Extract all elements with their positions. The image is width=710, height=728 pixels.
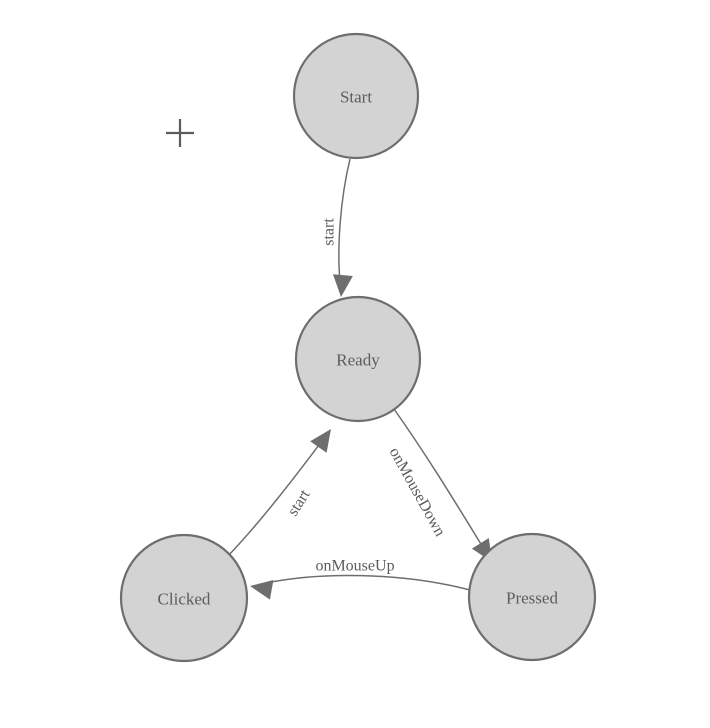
node-start[interactable]: Start [292, 32, 420, 160]
edge-line [265, 574, 471, 591]
edge-label: onMouseUp [315, 558, 394, 575]
edge-pressed-to-clicked[interactable]: onMouseUp [248, 558, 471, 600]
edge-line [227, 440, 323, 557]
edge-line [338, 158, 351, 282]
arrowhead-icon [310, 429, 331, 453]
edge-clicked-to-ready[interactable]: start [227, 423, 339, 557]
edge-label: start [284, 486, 313, 519]
node-clicked[interactable]: Clicked [119, 533, 249, 663]
node-label: Ready [336, 351, 380, 370]
node-circle[interactable] [292, 32, 420, 160]
node-pressed[interactable]: Pressed [467, 532, 597, 662]
edge-ready-to-pressed[interactable]: onMouseDown [386, 408, 501, 567]
arrowhead-icon [250, 579, 274, 600]
edge-start-to-ready[interactable]: start [321, 158, 353, 298]
node-ready[interactable]: Ready [294, 295, 422, 423]
node-label: Start [340, 88, 372, 107]
node-circle[interactable] [467, 532, 597, 662]
edge-label: start [321, 218, 338, 246]
edge-label: onMouseDown [386, 445, 449, 540]
node-label: Clicked [158, 590, 211, 609]
arrowhead-icon [332, 274, 353, 297]
crosshair-icon [166, 119, 194, 147]
cursor-layer [166, 119, 194, 147]
node-circle[interactable] [119, 533, 249, 663]
edge-line [393, 408, 485, 550]
node-circle[interactable] [294, 295, 422, 423]
node-label: Pressed [506, 589, 558, 608]
